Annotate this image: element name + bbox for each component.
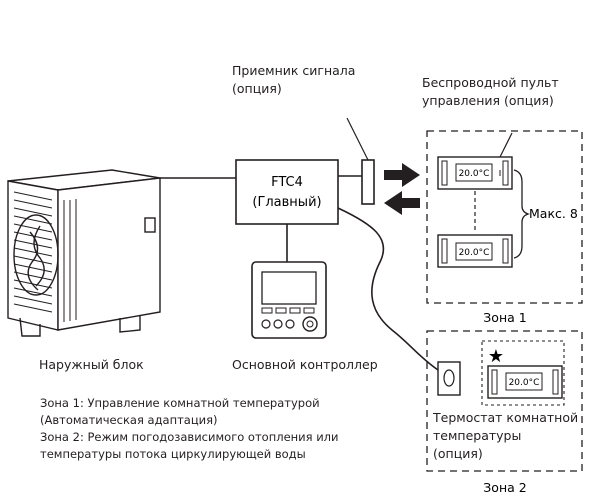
notes: Зона 1: Управление комнатной температуро…	[40, 395, 339, 463]
zone1-box	[426, 130, 583, 304]
zone1-label: Зона 1	[483, 310, 526, 325]
outdoor-unit-icon	[7, 169, 161, 337]
thermostat-wire	[337, 207, 439, 371]
lcd-temperature-1: 20.0°C	[459, 169, 490, 179]
thermostat-label-line2: температуры	[433, 428, 522, 443]
arrow-left-icon	[384, 191, 420, 215]
receiver-label-line2: (опция)	[232, 81, 282, 96]
zone2-box	[426, 330, 583, 472]
signal-receiver	[361, 159, 375, 205]
arrow-right-icon	[384, 163, 420, 187]
max-brace	[513, 169, 531, 259]
note-line-3: Зона 2: Режим погодозависимого отопления…	[40, 430, 339, 444]
outdoor-unit-label: Наружный блок	[39, 357, 144, 372]
thermostat-label-line1: Термостат комнатной	[433, 410, 579, 425]
optional-inner-box	[481, 340, 565, 406]
thermostat-label-line3: (опция)	[433, 446, 483, 461]
room-thermostat	[437, 361, 461, 396]
wireless-label-line1: Беспроводной пульт	[422, 75, 559, 90]
star-icon: ★	[488, 346, 504, 367]
note-line-2: (Автоматическая адаптация)	[40, 413, 218, 427]
receiver-label: Приемник сигнала (опция)	[232, 62, 355, 98]
lcd-temperature-2: 20.0°C	[459, 248, 490, 258]
wireless-controller-3: 20.0°C	[487, 365, 563, 399]
wireless-label-line2: управления (опция)	[422, 93, 554, 108]
signal-arrows	[384, 163, 420, 215]
receiver-label-line1: Приемник сигнала	[232, 63, 356, 78]
wireless-leader	[499, 132, 513, 158]
ftc4-title: FTC4	[271, 175, 303, 190]
ftc4-box	[235, 159, 339, 225]
wireless-controller-1: 20.0°C	[437, 156, 513, 190]
lcd-temperature-3: 20.0°C	[509, 378, 540, 388]
ftc4-subtitle: (Главный)	[252, 195, 321, 210]
note-line-1: Зона 1: Управление комнатной температуро…	[40, 396, 320, 410]
max-label: Макс. 8	[529, 206, 578, 221]
wireless-label: Беспроводной пульт управления (опция)	[422, 74, 559, 110]
thermostat-label: Термостат комнатной температуры (опция)	[433, 409, 578, 463]
main-controller-icon	[251, 261, 327, 339]
main-controller-label: Основной контроллер	[232, 357, 378, 372]
receiver-leader	[346, 117, 369, 161]
zone2-label: Зона 2	[483, 480, 526, 495]
wireless-controller-2: 20.0°C	[437, 234, 513, 268]
note-line-4: температуры потока циркулирующей воды	[40, 447, 306, 461]
